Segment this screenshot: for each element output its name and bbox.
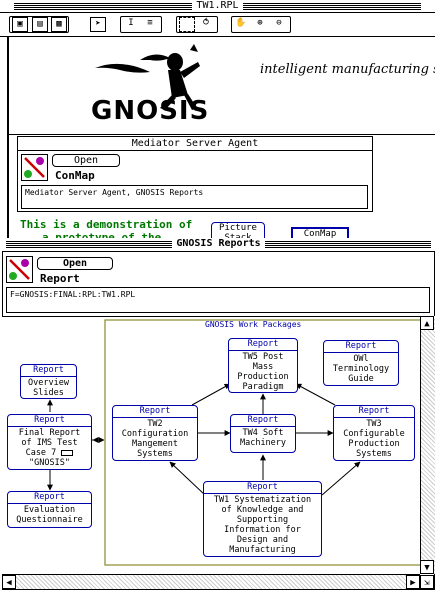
node-line: Mass <box>252 362 274 372</box>
gnosis-logo <box>80 40 240 130</box>
scroll-left-arrow-icon[interactable]: ◀ <box>2 575 16 589</box>
main-window-title-bar[interactable]: TW1.RPL <box>0 0 435 13</box>
node-line: Guide <box>348 374 374 384</box>
arrow-pointer-icon[interactable]: ➤ <box>90 17 106 32</box>
select-tool-group <box>176 16 218 33</box>
node-line: Terminology <box>332 364 390 374</box>
scroll-up-arrow-icon[interactable]: ▲ <box>420 316 434 330</box>
report-node-header: Report <box>231 415 295 427</box>
picture-button-label: Picture <box>219 223 257 233</box>
reports-open-button[interactable]: Open <box>37 257 113 270</box>
node-line: Overview <box>28 378 69 388</box>
lasso-icon[interactable]: ⥀ <box>198 17 214 32</box>
report-node-final[interactable]: Report Final Report of IMS Test Case 7 "… <box>7 414 92 470</box>
node-line: Machinery <box>239 438 287 448</box>
horizontal-scrollbar[interactable] <box>2 574 420 589</box>
main-window-title: TW1.RPL <box>192 0 243 11</box>
node-line: Production <box>237 372 289 382</box>
node-line: Manufacturing <box>229 545 296 555</box>
reports-doc-name: Report <box>40 272 80 285</box>
mediator-agent-panel: Mediator Server Agent Open ConMap Mediat… <box>17 136 373 212</box>
node-line: Design and <box>236 535 289 545</box>
node-line: Production <box>348 439 400 449</box>
demo-text-line2: a prototype of the <box>42 231 162 240</box>
scroll-down-arrow-icon[interactable]: ▼ <box>420 560 434 574</box>
node-line: Configuration <box>121 429 189 439</box>
agent-doc-name: ConMap <box>55 169 95 182</box>
report-node-evaluation[interactable]: Report Evaluation Questionnaire <box>7 491 92 528</box>
node-line: Case 7 <box>25 448 57 458</box>
node-line: Mangement <box>131 439 179 449</box>
banner-tagline: intelligent manufacturing s <box>260 62 435 77</box>
reports-window-title-bar[interactable]: GNOSIS Reports <box>2 238 435 252</box>
main-window-margin <box>0 37 8 242</box>
text-block-icon[interactable]: ≡ <box>142 17 158 32</box>
node-line: Slides <box>33 388 64 398</box>
report-node-header: Report <box>229 339 297 351</box>
floppy-icon[interactable]: ▣ <box>12 17 28 32</box>
hand-icon[interactable]: ✋ <box>233 17 249 32</box>
node-line: TW2 <box>147 419 163 429</box>
report-node-header: Report <box>334 406 414 418</box>
node-line-with-icon: Case 7 <box>9 448 90 458</box>
logo-text: GNOSIS <box>91 96 210 126</box>
printer-icon[interactable]: ▩ <box>51 17 67 32</box>
report-node-header: Report <box>113 406 197 418</box>
report-node-owl[interactable]: Report OWl Terminology Guide <box>323 340 399 386</box>
main-window-left-edge <box>8 37 9 242</box>
scroll-right-arrow-icon[interactable]: ▶ <box>406 575 420 589</box>
node-line: of IMS Test <box>21 438 78 448</box>
resize-grip-icon[interactable]: ⇲ <box>420 575 434 589</box>
report-node-header: Report <box>204 482 321 494</box>
report-node-tw4[interactable]: Report TW4 Soft Machinery <box>230 414 296 453</box>
node-line: Final Report <box>18 428 81 438</box>
report-node-tw5[interactable]: Report TW5 Post Mass Production Paradigm <box>228 338 298 393</box>
agent-description-field[interactable]: Mediator Server Agent, GNOSIS Reports <box>21 185 368 209</box>
node-line: Questionnaire <box>16 515 83 525</box>
node-line: Configurable <box>343 429 405 439</box>
report-node-header: Report <box>324 341 398 353</box>
report-doc-icon[interactable] <box>6 256 33 283</box>
report-node-header: Report <box>8 415 91 427</box>
banner-divider <box>9 134 435 135</box>
node-line: Paradigm <box>242 382 284 392</box>
small-box-icon <box>61 449 74 456</box>
main-toolbar: ▣ ▤ ▩ ➤ I ≡ ⥀ ✋ ⊕ ⊖ <box>0 13 435 37</box>
node-line: TW5 Post <box>242 352 284 362</box>
conmap-doc-icon[interactable] <box>21 154 48 181</box>
agent-panel-title: Mediator Server Agent <box>18 137 372 151</box>
agent-open-button[interactable]: Open <box>52 154 120 167</box>
node-line: Information for <box>224 525 301 535</box>
report-node-tw1[interactable]: Report TW1 Systematization of Knowledge … <box>203 481 322 557</box>
reports-window-title: GNOSIS Reports <box>172 238 265 249</box>
report-node-tw2[interactable]: Report TW2 Configuration Mangement Syste… <box>112 405 198 461</box>
report-path-field[interactable]: F=GNOSIS:FINAL:RPL:TW1.RPL <box>6 287 430 313</box>
report-node-header: Report <box>21 365 76 377</box>
zoom-in-icon[interactable]: ⊕ <box>252 17 268 32</box>
work-packages-title: GNOSIS Work Packages <box>205 320 302 329</box>
node-line: TW3 <box>366 419 382 429</box>
vertical-scrollbar[interactable] <box>420 316 435 574</box>
report-node-overview[interactable]: Report Overview Slides <box>20 364 77 399</box>
file-tool-group <box>9 16 69 33</box>
node-line: Systems <box>137 449 173 459</box>
demo-text-line1: This is a demonstration of <box>20 218 193 231</box>
report-node-tw3[interactable]: Report TW3 Configurable Production Syste… <box>333 405 415 461</box>
node-line: of Knowledge and <box>221 505 304 515</box>
node-line: TW1 Systematization <box>213 495 312 505</box>
marquee-select-icon[interactable] <box>179 17 195 32</box>
text-cursor-icon[interactable]: I <box>123 17 139 32</box>
node-line: OWl <box>353 354 369 364</box>
node-line: Evaluation <box>23 505 76 515</box>
picture-button-sub: Stack <box>212 233 264 241</box>
text-tool-group <box>120 16 162 33</box>
node-line: Systems <box>356 449 392 459</box>
node-line: TW4 Soft <box>242 428 284 438</box>
node-line: "GNOSIS" <box>29 458 70 468</box>
report-node-header: Report <box>8 492 91 504</box>
zoom-out-icon[interactable]: ⊖ <box>271 17 287 32</box>
view-tool-group <box>231 16 291 33</box>
node-line: Supporting <box>236 515 289 525</box>
print-preview-icon[interactable]: ▤ <box>32 17 48 32</box>
